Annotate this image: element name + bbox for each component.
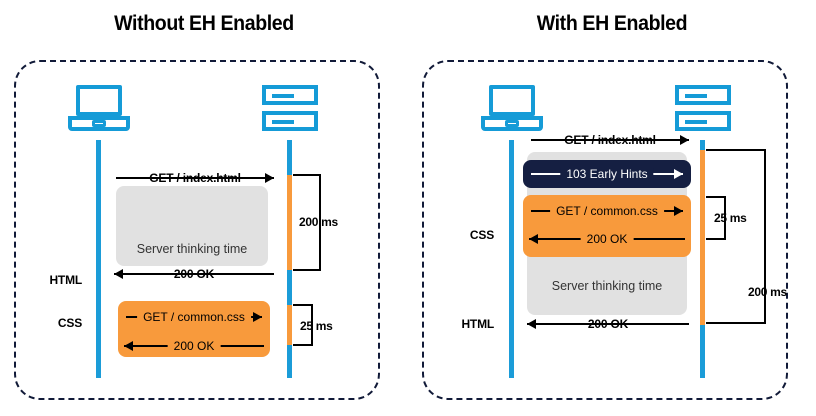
bracket-stem bbox=[319, 174, 321, 271]
server-unit-top bbox=[262, 85, 318, 105]
message-103-early-hints: 103 Early Hints bbox=[531, 167, 683, 181]
bracket-stem bbox=[311, 304, 313, 346]
laptop-trackpad bbox=[505, 120, 519, 127]
timing-bracket-25ms bbox=[706, 196, 726, 240]
laptop-screen bbox=[76, 85, 122, 116]
arrowhead-right-icon bbox=[680, 135, 689, 145]
laptop-screen bbox=[489, 85, 535, 116]
timing-label-25ms: 25 ms bbox=[714, 211, 747, 225]
laptop-base bbox=[481, 116, 543, 131]
arrowhead-right-icon bbox=[674, 169, 683, 179]
server-lifeline-busy-css bbox=[287, 305, 292, 345]
timing-label-200ms: 200 ms bbox=[748, 285, 787, 299]
laptop-trackpad bbox=[92, 120, 106, 127]
side-label-css: CSS bbox=[57, 316, 82, 330]
server-lifeline-idle-2 bbox=[287, 270, 292, 305]
timing-bracket-200ms bbox=[706, 149, 766, 324]
arrowhead-left-icon bbox=[529, 234, 538, 244]
timing-bracket-200ms bbox=[293, 174, 321, 271]
bracket-stem bbox=[764, 149, 766, 324]
server-thinking-box: Server thinking time bbox=[116, 186, 268, 266]
message-line bbox=[531, 139, 689, 141]
server-icon bbox=[262, 85, 318, 131]
message-get-common-css: GET / common.css bbox=[126, 310, 262, 324]
timing-bracket-25ms bbox=[293, 304, 313, 346]
message-label: 200 OK bbox=[580, 233, 634, 245]
arrowhead-right-icon bbox=[265, 173, 274, 183]
panel-border-without-eh bbox=[14, 60, 380, 400]
message-label: GET / common.css bbox=[137, 311, 251, 323]
server-led-bottom bbox=[685, 120, 707, 124]
message-200-ok-css: 200 OK bbox=[529, 232, 685, 246]
bracket-bottom-tick bbox=[706, 238, 724, 240]
arrowhead-right-icon bbox=[674, 206, 683, 216]
panel-title-without-eh: Without EH Enabled bbox=[114, 12, 294, 35]
server-lifeline-idle-1 bbox=[700, 140, 705, 150]
message-label: 200 OK bbox=[587, 317, 629, 331]
panel-border-with-eh bbox=[422, 60, 788, 400]
panel-without-eh: Without EH Enabled Server thinking time … bbox=[14, 12, 380, 400]
timing-label-25ms: 25 ms bbox=[300, 319, 333, 333]
message-label: 103 Early Hints bbox=[560, 168, 654, 180]
bracket-stem bbox=[724, 196, 726, 240]
server-lifeline-idle-2 bbox=[700, 325, 705, 378]
server-led-top bbox=[685, 94, 707, 98]
arrowhead-left-icon bbox=[114, 269, 123, 279]
message-200-ok-html: 200 OK bbox=[114, 267, 274, 281]
bracket-top-tick bbox=[293, 304, 311, 306]
bracket-top-tick bbox=[706, 149, 764, 151]
server-lifeline-idle-3 bbox=[287, 345, 292, 378]
server-thinking-label: Server thinking time bbox=[136, 242, 248, 256]
server-led-bottom bbox=[272, 120, 294, 124]
message-get-index: GET / index.html bbox=[531, 133, 689, 147]
server-lifeline-busy bbox=[700, 150, 705, 325]
side-label-html: HTML bbox=[49, 273, 82, 287]
side-label-css: CSS bbox=[469, 228, 494, 242]
arrowhead-left-icon bbox=[124, 341, 133, 351]
side-label-html: HTML bbox=[461, 317, 494, 331]
server-unit-top bbox=[675, 85, 731, 105]
message-200-ok-css: 200 OK bbox=[124, 339, 264, 353]
server-lifeline-busy-html bbox=[287, 175, 292, 270]
message-label: 200 OK bbox=[173, 267, 215, 281]
bracket-bottom-tick bbox=[293, 344, 311, 346]
server-unit-bottom bbox=[675, 111, 731, 131]
server-unit-bottom bbox=[262, 111, 318, 131]
bracket-top-tick bbox=[706, 196, 724, 198]
laptop-icon bbox=[481, 85, 543, 131]
server-icon bbox=[675, 85, 731, 131]
message-get-common-css: GET / common.css bbox=[531, 204, 683, 218]
arrowhead-right-icon bbox=[253, 312, 262, 322]
laptop-base bbox=[68, 116, 130, 131]
bracket-bottom-tick bbox=[293, 269, 319, 271]
server-led-top bbox=[272, 94, 294, 98]
bracket-bottom-tick bbox=[706, 322, 764, 324]
laptop-icon bbox=[68, 85, 130, 131]
bracket-top-tick bbox=[293, 174, 319, 176]
message-label: GET / common.css bbox=[550, 205, 664, 217]
timing-label-200ms: 200 ms bbox=[299, 215, 338, 229]
server-lifeline-idle-1 bbox=[287, 140, 292, 175]
message-line bbox=[114, 273, 274, 275]
message-line bbox=[116, 177, 274, 179]
arrowhead-left-icon bbox=[527, 319, 536, 329]
message-label: 200 OK bbox=[167, 340, 221, 352]
message-200-ok-html: 200 OK bbox=[527, 317, 689, 331]
message-label: GET / index.html bbox=[149, 171, 241, 185]
message-get-index: GET / index.html bbox=[116, 171, 274, 185]
server-thinking-label: Server thinking time bbox=[551, 279, 663, 293]
panel-title-with-eh: With EH Enabled bbox=[536, 12, 688, 35]
client-lifeline bbox=[509, 140, 514, 378]
message-line bbox=[527, 323, 689, 325]
panel-with-eh: With EH Enabled Server thinking time GET… bbox=[408, 0, 816, 416]
client-lifeline bbox=[96, 140, 101, 378]
message-label: GET / index.html bbox=[564, 133, 656, 147]
